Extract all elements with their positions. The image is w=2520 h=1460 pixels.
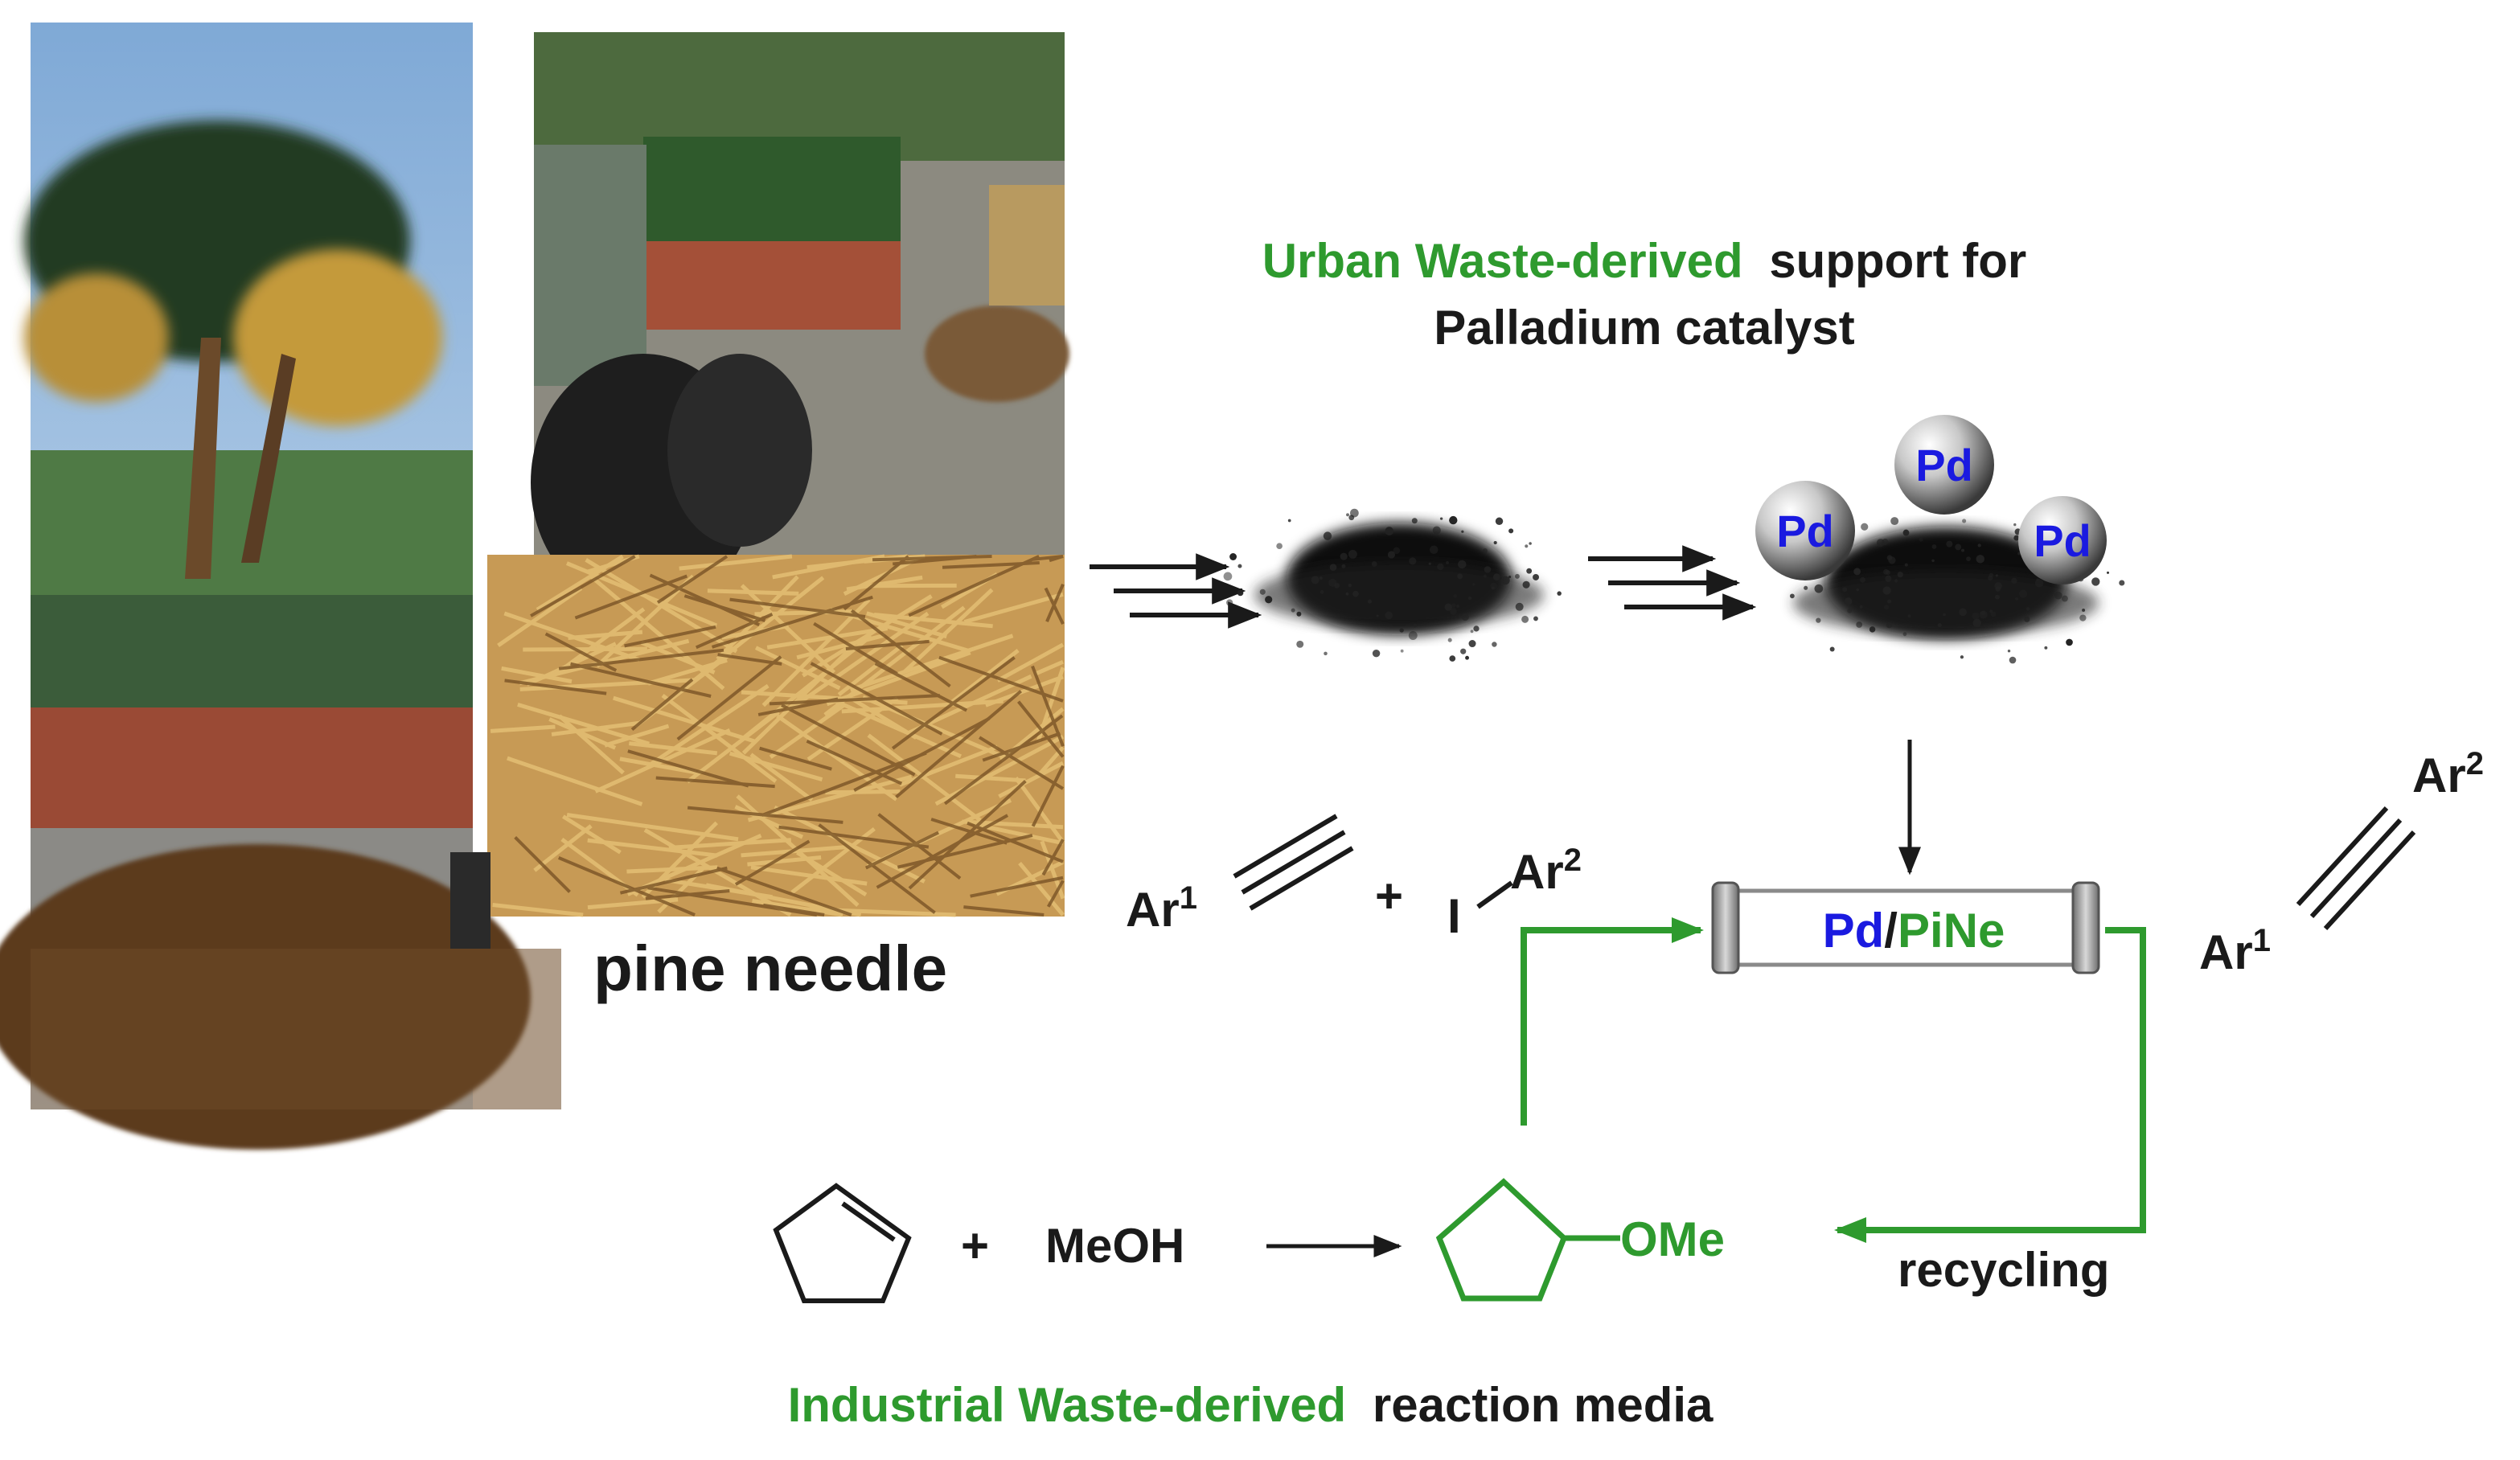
reactant-plus: + — [1375, 869, 1403, 923]
pd-particle-top: Pd — [1894, 415, 1994, 515]
pd-on-carbon-image — [1790, 517, 2125, 664]
reactor-label: Pd/PiNe — [1823, 904, 2005, 958]
solvent-plus: + — [961, 1219, 989, 1273]
pd-label-top: Pd — [1915, 440, 1973, 490]
industrial-heading-green: Industrial Waste-derived — [788, 1378, 1347, 1432]
reactant-ar1-text: Ar — [1126, 883, 1180, 937]
product-ar2-sup: 2 — [2466, 746, 2484, 781]
diarylalkyne-product: Ar2 Ar1 — [2199, 746, 2484, 979]
cyclopentene-structure — [773, 1183, 912, 1303]
reactant-iodine: I — [1447, 889, 1461, 943]
reactant-ar1-sup: 1 — [1180, 880, 1197, 916]
product-ar2: Ar2 — [2412, 746, 2484, 802]
product-ar1: Ar1 — [2199, 923, 2271, 979]
reactor-slash: / — [1884, 904, 1898, 958]
pd-label-right: Pd — [2034, 515, 2091, 566]
pd-particle-left: Pd — [1755, 481, 1855, 580]
reactant-ar2: Ar2 — [1510, 843, 1582, 899]
photo-collage — [0, 23, 1069, 1150]
reactant-ar2-sup: 2 — [1564, 843, 1582, 878]
carbon-support-image — [1223, 508, 1562, 662]
urban-heading-green: Urban Waste-derived — [1262, 234, 1743, 288]
recycle-line — [1834, 927, 2146, 1243]
product-ar1-text: Ar — [2199, 925, 2253, 979]
reactor-pd: Pd — [1823, 904, 1885, 958]
triple-arrow-1 — [1090, 553, 1262, 629]
urban-heading-line2: Palladium catalyst — [1434, 301, 1855, 355]
cpme-structure — [1435, 1178, 1620, 1302]
reactant-ar1: Ar1 — [1126, 880, 1197, 937]
recycling-label: recycling — [1898, 1243, 2109, 1297]
sidewalk-photo — [531, 32, 1069, 611]
feed-line — [1521, 917, 1704, 1126]
pine-needle-closeup-photo — [487, 554, 1065, 917]
photo-caption: pine needle — [593, 933, 947, 1004]
pine-tree-photo — [0, 23, 561, 1150]
industrial-heading: Industrial Waste-derived reaction media — [788, 1378, 1714, 1432]
triple-arrow-2 — [1588, 545, 1757, 621]
urban-heading-black: support for — [1769, 234, 2026, 288]
alkyne-reactant: Ar1 — [1126, 814, 1354, 937]
flow-reactor: Pd/PiNe — [1711, 881, 2100, 974]
pd-particle-right: Pd — [2018, 496, 2107, 584]
urban-heading-line1: Urban Waste-derived support for — [1262, 234, 2027, 288]
reactor-pine: PiNe — [1898, 904, 2005, 958]
methanol-label: MeOH — [1045, 1219, 1184, 1273]
product-ar1-sup: 1 — [2253, 923, 2271, 958]
pd-label-left: Pd — [1776, 506, 1834, 556]
methoxy-label: OMe — [1620, 1212, 1725, 1266]
reactant-ar2-text: Ar — [1510, 845, 1564, 899]
product-ar2-text: Ar — [2412, 748, 2466, 802]
industrial-heading-black: reaction media — [1373, 1378, 1714, 1432]
aryl-iodide-reactant: I Ar2 — [1447, 843, 1582, 943]
